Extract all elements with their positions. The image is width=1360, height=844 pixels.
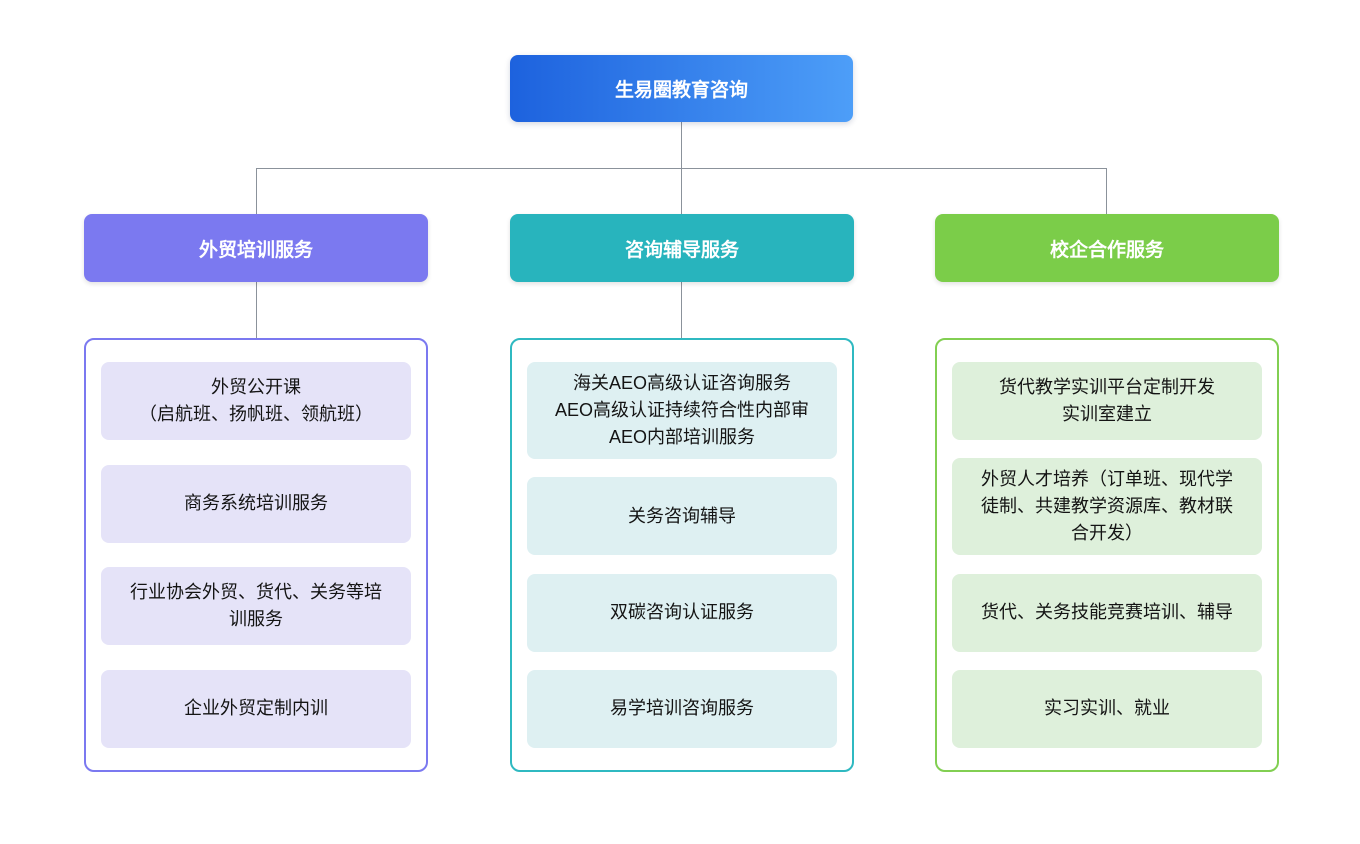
service-item: 关务咨询辅导	[527, 477, 837, 556]
service-item: 外贸公开课 （启航班、扬帆班、领航班）	[101, 362, 411, 440]
connector-branch3-drop	[1106, 168, 1107, 214]
branch-header-trade-training: 外贸培训服务	[84, 214, 428, 282]
branch-header-label: 咨询辅导服务	[624, 239, 739, 261]
root-node: 生易圈教育咨询	[510, 55, 853, 122]
service-item: 企业外贸定制内训	[101, 669, 411, 748]
connector-branch2-to-container	[681, 282, 682, 338]
service-item: 商务系统培训服务	[101, 464, 411, 543]
branch-header-label: 外贸培训服务	[198, 239, 313, 261]
service-item: 双碳咨询认证服务	[527, 573, 837, 652]
branch-header-consulting: 咨询辅导服务	[510, 214, 854, 282]
root-node-label: 生易圈教育咨询	[614, 80, 748, 101]
branch-container-consulting: 海关AEO高级认证咨询服务 AEO高级认证持续符合性内部审 AEO内部培训服务 …	[510, 338, 854, 772]
service-item: 实习实训、就业	[952, 669, 1262, 748]
connector-branch1-to-container	[256, 282, 257, 338]
service-item: 行业协会外贸、货代、关务等培 训服务	[101, 567, 411, 646]
branch-header-school-enterprise: 校企合作服务	[935, 214, 1279, 282]
connector-branch2-drop	[681, 168, 682, 214]
branch-header-label: 校企合作服务	[1049, 239, 1164, 261]
connector-root-drop	[681, 122, 682, 168]
service-item: 易学培训咨询服务	[527, 669, 837, 748]
branch-container-school-enterprise: 货代教学实训平台定制开发 实训室建立 外贸人才培养（订单班、现代学 徒制、共建教…	[935, 338, 1279, 772]
service-item: 货代、关务技能竞赛培训、辅导	[952, 573, 1262, 652]
branch-container-trade-training: 外贸公开课 （启航班、扬帆班、领航班） 商务系统培训服务 行业协会外贸、货代、关…	[84, 338, 428, 772]
service-item: 海关AEO高级认证咨询服务 AEO高级认证持续符合性内部审 AEO内部培训服务	[527, 362, 837, 459]
connector-branch1-drop	[256, 168, 257, 214]
service-item: 货代教学实训平台定制开发 实训室建立	[952, 362, 1262, 440]
service-item: 外贸人才培养（订单班、现代学 徒制、共建教学资源库、教材联 合开发）	[952, 458, 1262, 556]
